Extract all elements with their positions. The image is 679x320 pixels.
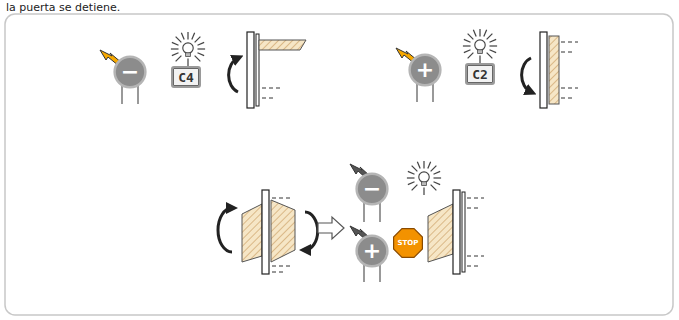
button-sign: − (121, 61, 139, 83)
flashing-light (407, 161, 441, 195)
button-body (357, 174, 388, 205)
gate-moving (218, 190, 318, 274)
gate-moving (305, 212, 318, 250)
gate-closing (549, 36, 559, 104)
gate-closing (561, 52, 572, 53)
gate-opening (262, 88, 282, 89)
button-body (115, 57, 146, 88)
gate-stopped (467, 208, 478, 209)
display-code: C4 (178, 71, 194, 84)
button-body (357, 236, 388, 267)
gate-closing (540, 32, 547, 108)
code-display: C2 (465, 63, 495, 85)
flashing-light (171, 29, 497, 195)
minus-button: − (356, 173, 388, 205)
stop-octagon (394, 229, 423, 258)
gate-stopped (462, 192, 465, 272)
gate-closing (522, 32, 578, 108)
gate-stopped (467, 256, 484, 257)
gate-moving (272, 266, 290, 267)
gate-moving (272, 272, 284, 273)
button-body (410, 55, 441, 86)
display-code: C2 (472, 68, 488, 81)
button-sign: + (363, 240, 381, 262)
minus-button: − (114, 56, 146, 88)
stop-sign: STOP (393, 228, 423, 258)
button-legs (122, 80, 433, 282)
caption-text: la puerta se detiene. (6, 1, 120, 14)
gate-opening (229, 58, 238, 92)
gate-moving (271, 200, 295, 262)
gate-moving (272, 198, 290, 272)
button-sign: − (363, 178, 381, 200)
gate-opening (262, 98, 276, 99)
then-arrow (318, 217, 344, 239)
plus-button: + (409, 54, 441, 86)
gate-opening (229, 32, 306, 108)
gate-moving (272, 198, 290, 199)
panel-frame (5, 14, 673, 315)
gate-stopped (467, 266, 478, 267)
button-sign: + (416, 59, 434, 81)
gate-opening (259, 40, 306, 50)
flashing-light (463, 29, 497, 63)
code-display: C4 (171, 66, 201, 88)
gate-moving (218, 208, 232, 252)
gate-closing (561, 98, 572, 99)
gate-stopped (467, 198, 484, 266)
stop-text: STOP (398, 240, 419, 247)
gate-closing (522, 58, 531, 92)
gate-closing (561, 42, 578, 98)
flashing-light (171, 32, 205, 66)
plus-button: + (356, 235, 388, 267)
gate-moving (242, 204, 262, 262)
gate-stopped (453, 190, 460, 274)
gate-closing (561, 42, 578, 43)
gate-stopped (467, 198, 484, 199)
gate-opening (247, 32, 254, 108)
gate-stopped (428, 204, 453, 262)
gate-moving (262, 190, 269, 274)
gate-stopped (428, 190, 484, 274)
gate-closing (561, 88, 578, 89)
gate-opening (262, 88, 282, 98)
